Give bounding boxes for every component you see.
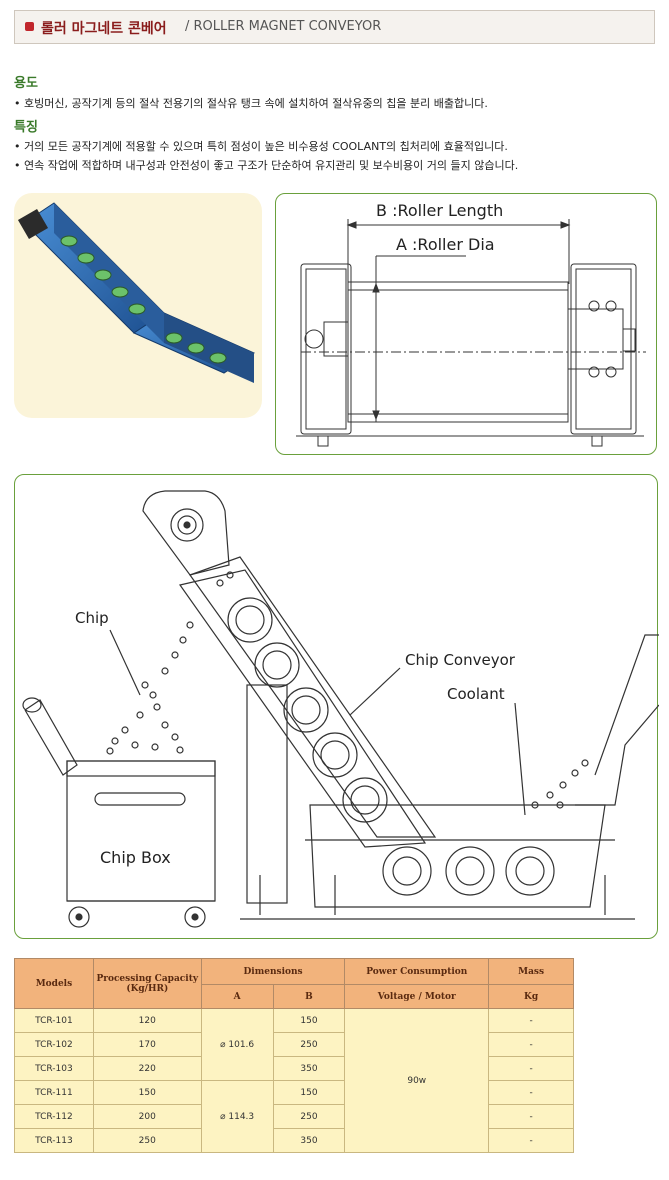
table-row: TCR-102 170 250 - (14, 1032, 574, 1057)
cell-dim-b: 150 (272, 1080, 346, 1105)
header-dim-b: B (272, 984, 346, 1009)
usage-title: 용도 (14, 76, 38, 91)
cell-mass: - (488, 1080, 574, 1105)
cell-capacity: 150 (92, 1080, 202, 1105)
cell-model: TCR-112 (14, 1104, 94, 1129)
product-photo (14, 193, 262, 418)
cell-capacity: 200 (92, 1104, 202, 1129)
header-models: Models (14, 958, 94, 1009)
header-power-sub: Voltage / Motor (344, 984, 490, 1009)
cell-dim-b: 350 (272, 1056, 346, 1081)
cell-dim-b: 150 (272, 1008, 346, 1033)
label-chip-box: Chip Box (100, 848, 171, 867)
bullet-icon (25, 22, 34, 31)
conveyor-layout-drawing: Chip Box (14, 474, 659, 939)
header-mass: Mass (488, 958, 574, 985)
cell-mass: - (488, 1032, 574, 1057)
label-coolant: Coolant (447, 685, 505, 703)
usage-line: • 호빙머신, 공작기계 등의 절삭 전용기의 절삭유 탱크 속에 설치하여 절… (14, 97, 488, 110)
roller-dimension-drawing: B :Roller Length A :Roller Dia (275, 193, 657, 455)
cell-mass: - (488, 1104, 574, 1129)
header-dim-a: A (200, 984, 274, 1009)
cell-power: 90w (344, 1008, 490, 1153)
spec-table: Models Processing Capacity (Kg/HR) Dimen… (14, 958, 574, 1153)
page-title-english: / ROLLER MAGNET CONVEYOR (185, 19, 382, 34)
table-row: TCR-111 150 ⌀ 114.3 150 - (14, 1080, 574, 1153)
cell-mass: - (488, 1056, 574, 1081)
cell-mass: - (488, 1128, 574, 1153)
cell-mass: - (488, 1008, 574, 1033)
cell-model: TCR-113 (14, 1128, 94, 1153)
label-chip-conveyor: Chip Conveyor (405, 651, 516, 669)
label-chip: Chip (75, 609, 109, 627)
cell-capacity: 120 (92, 1008, 202, 1033)
feature-line-1: • 거의 모든 공작기계에 적용할 수 있으며 특히 점성이 높은 비수용성 C… (14, 140, 508, 153)
label-roller-dia: A :Roller Dia (396, 235, 495, 254)
table-row: TCR-112 200 250 - (14, 1104, 574, 1129)
header-capacity: Processing Capacity (Kg/HR) (92, 958, 202, 1009)
cell-model: TCR-102 (14, 1032, 94, 1057)
cell-capacity: 220 (92, 1056, 202, 1081)
header-mass-sub: Kg (488, 984, 574, 1009)
features-title: 특징 (14, 120, 38, 135)
cell-model: TCR-111 (14, 1080, 94, 1105)
cell-dim-a: ⌀ 114.3 (200, 1080, 274, 1153)
page-title-korean: 롤러 마그네트 콘베어 (41, 21, 167, 37)
table-row: TCR-113 250 350 - (14, 1128, 574, 1153)
cell-dim-b: 250 (272, 1032, 346, 1057)
cell-capacity: 250 (92, 1128, 202, 1153)
label-roller-length: B :Roller Length (376, 201, 503, 220)
table-row: TCR-103 220 350 - (14, 1056, 574, 1081)
cell-model: TCR-103 (14, 1056, 94, 1081)
feature-line-2: • 연속 작업에 적합하며 내구성과 안전성이 좋고 구조가 단순하여 유지관리… (14, 159, 519, 172)
page-header: 롤러 마그네트 콘베어 / ROLLER MAGNET CONVEYOR (14, 10, 655, 44)
header-power: Power Consumption (344, 958, 490, 985)
cell-dim-b: 250 (272, 1104, 346, 1129)
table-row: TCR-101 120 ⌀ 101.6 150 90w - (14, 1008, 574, 1153)
cell-model: TCR-101 (14, 1008, 94, 1033)
header-dimensions: Dimensions (200, 958, 346, 985)
cell-capacity: 170 (92, 1032, 202, 1057)
cell-dim-a: ⌀ 101.6 (200, 1008, 274, 1081)
cell-dim-b: 350 (272, 1128, 346, 1153)
